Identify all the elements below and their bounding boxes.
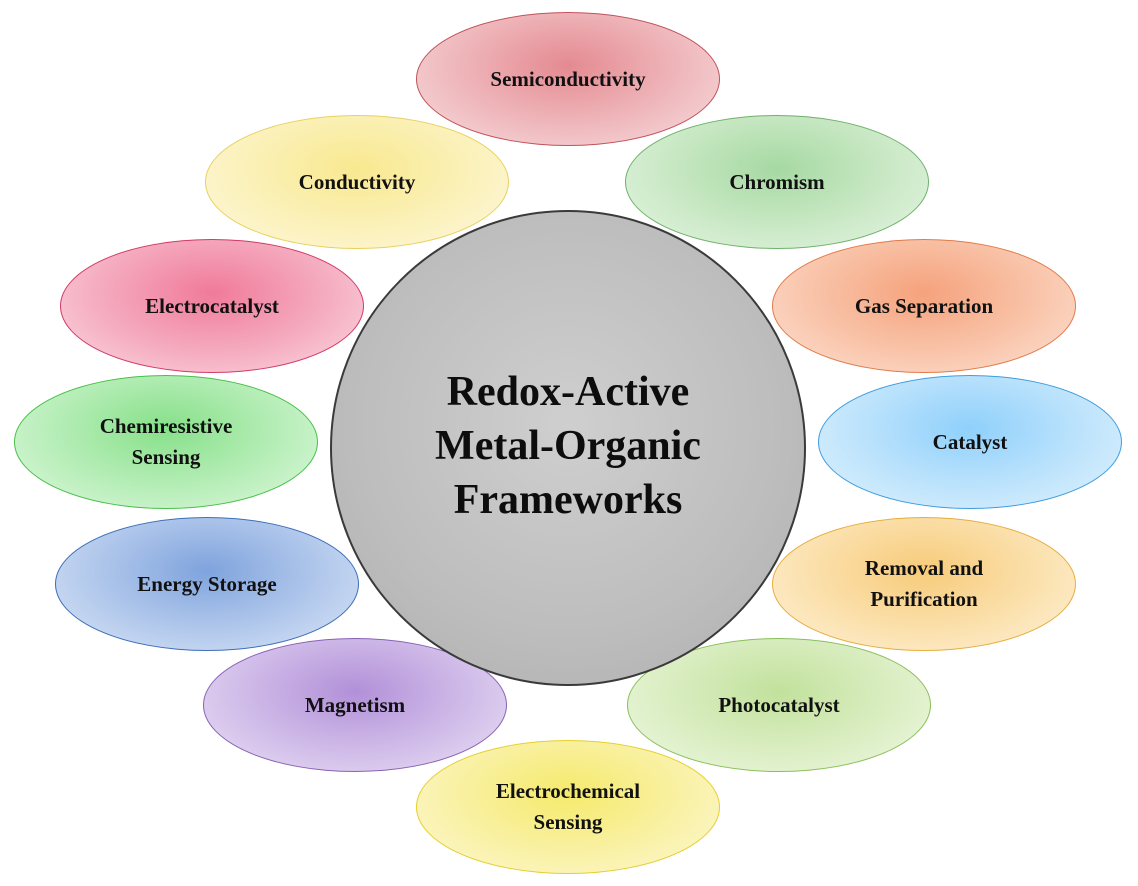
petal-label: Photocatalyst [718, 692, 840, 717]
petal-chemiresistive-sensing: Chemiresistive Sensing [14, 375, 318, 509]
petal-electrochemical-sensing: Electrochemical Sensing [416, 740, 720, 874]
petal-label: Electrocatalyst [145, 293, 279, 318]
petal-photocatalyst: Photocatalyst [627, 638, 931, 772]
petal-label: Catalyst [932, 429, 1008, 454]
petal-label: Magnetism [304, 692, 406, 717]
center-title: Redox-Active Metal-Organic Frameworks [435, 369, 701, 523]
center-hub: Redox-Active Metal-Organic Frameworks [330, 210, 806, 686]
petal-label: Chemiresistive Sensing [99, 414, 233, 469]
petal-removal-and-purification: Removal and Purification [772, 517, 1076, 651]
petal-conductivity: Conductivity [205, 115, 509, 249]
petal-catalyst: Catalyst [818, 375, 1122, 509]
petal-magnetism: Magnetism [203, 638, 507, 772]
petal-label: Electrochemical Sensing [495, 779, 641, 834]
petal-label: Gas Separation [854, 293, 994, 318]
petal-electrocatalyst: Electrocatalyst [60, 239, 364, 373]
petal-semiconductivity: Semiconductivity [416, 12, 720, 146]
petal-label: Semiconductivity [490, 66, 646, 91]
petal-energy-storage: Energy Storage [55, 517, 359, 651]
petal-label: Conductivity [298, 169, 416, 194]
petal-chromism: Chromism [625, 115, 929, 249]
petal-label: Energy Storage [137, 571, 277, 596]
petal-gas-separation: Gas Separation [772, 239, 1076, 373]
petal-label: Chromism [729, 169, 825, 194]
petal-label: Removal and Purification [864, 556, 984, 611]
